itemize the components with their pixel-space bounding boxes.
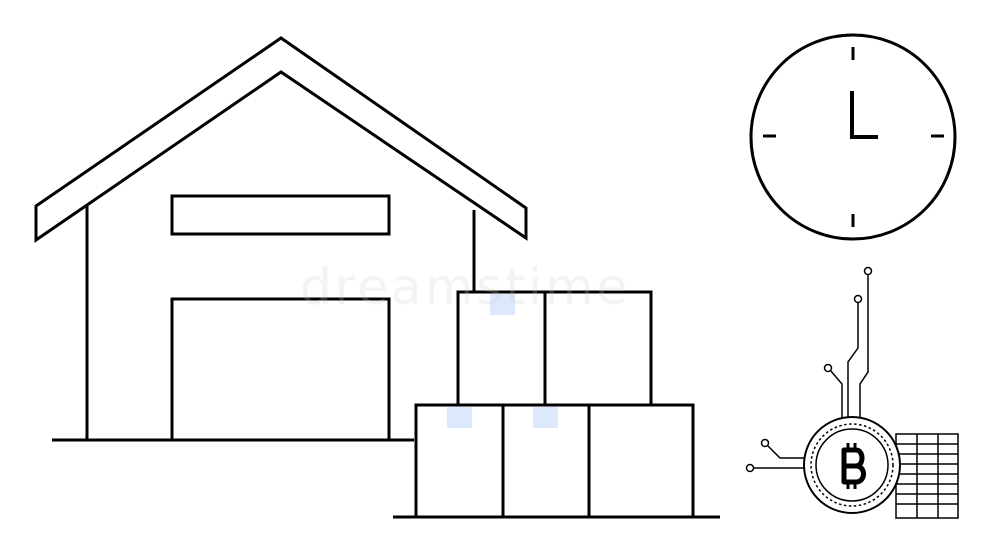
clock-icon — [749, 33, 957, 241]
boxes-icon — [393, 290, 720, 519]
tape-bottom-1 — [447, 407, 472, 428]
clock-face — [749, 33, 957, 241]
warehouse-icon — [34, 36, 528, 442]
warehouse-roof — [34, 36, 528, 243]
bitcoin-circuit-icon — [745, 266, 959, 519]
tape-bottom-2 — [533, 407, 558, 428]
bitcoin-icon — [841, 443, 866, 489]
tape-top — [490, 294, 515, 315]
box-top-right — [543, 290, 653, 407]
warehouse-sign — [170, 194, 391, 236]
coin-stack — [895, 433, 959, 519]
box-tapes — [447, 294, 558, 428]
circuit-traces — [752, 274, 869, 469]
box-bottom-3 — [587, 403, 695, 519]
circuit-nodes — [745, 266, 873, 473]
warehouse-door — [170, 297, 391, 442]
clock-hands — [850, 91, 878, 139]
